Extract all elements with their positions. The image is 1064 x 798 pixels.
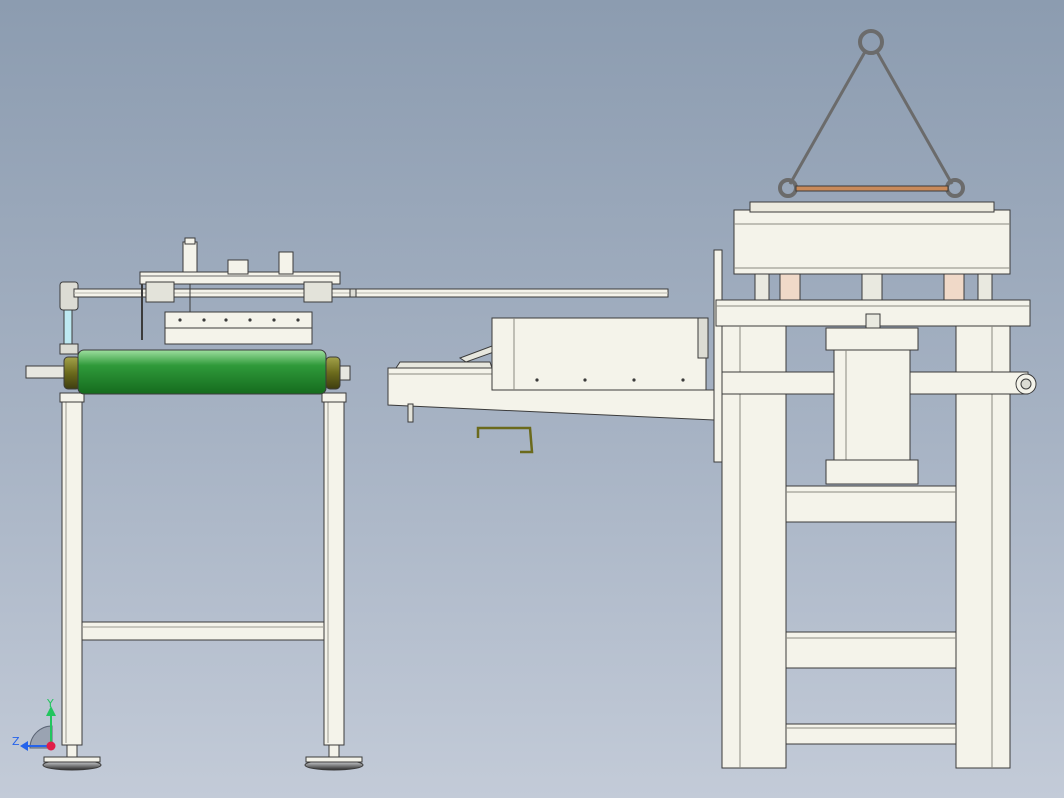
crossbar-2	[785, 631, 957, 669]
upright-left	[721, 325, 787, 769]
axis-triad: Y Z	[12, 697, 56, 751]
cylinder-body	[833, 349, 911, 463]
cutter-housing	[491, 317, 707, 391]
post-3	[278, 251, 294, 275]
top-plate	[139, 271, 341, 285]
right-press-frame	[715, 29, 1037, 769]
crossbar-3	[785, 723, 957, 745]
middle-cutting-unit	[387, 249, 723, 463]
copper-rod	[795, 185, 949, 192]
left-stand-foot-rear	[304, 744, 364, 771]
left-stand-foot-front	[42, 744, 102, 771]
left-conveyor-stand	[25, 237, 669, 771]
left-stand-leg-rear	[323, 399, 345, 746]
left-stand-crossbar	[81, 621, 325, 641]
y-axis-label: Y	[46, 697, 54, 710]
spring-columns	[754, 273, 993, 303]
post-2	[227, 259, 249, 275]
side-plate	[713, 249, 723, 463]
z-axis-label: Z	[12, 735, 20, 748]
left-stand-leg-front	[61, 399, 83, 746]
x-axis-origin	[46, 741, 56, 751]
sensor-rod	[63, 309, 73, 349]
green-roller	[25, 349, 351, 395]
post-1	[182, 241, 198, 273]
top-beam	[733, 209, 1011, 275]
roller-shaft	[25, 365, 67, 379]
hook-bracket	[476, 426, 534, 454]
cylinder-cap-top	[825, 327, 919, 351]
crossbar-1	[785, 485, 957, 523]
upright-right	[955, 325, 1011, 769]
lifting-sling	[778, 29, 965, 198]
cylinder-cap-bottom	[825, 459, 919, 485]
